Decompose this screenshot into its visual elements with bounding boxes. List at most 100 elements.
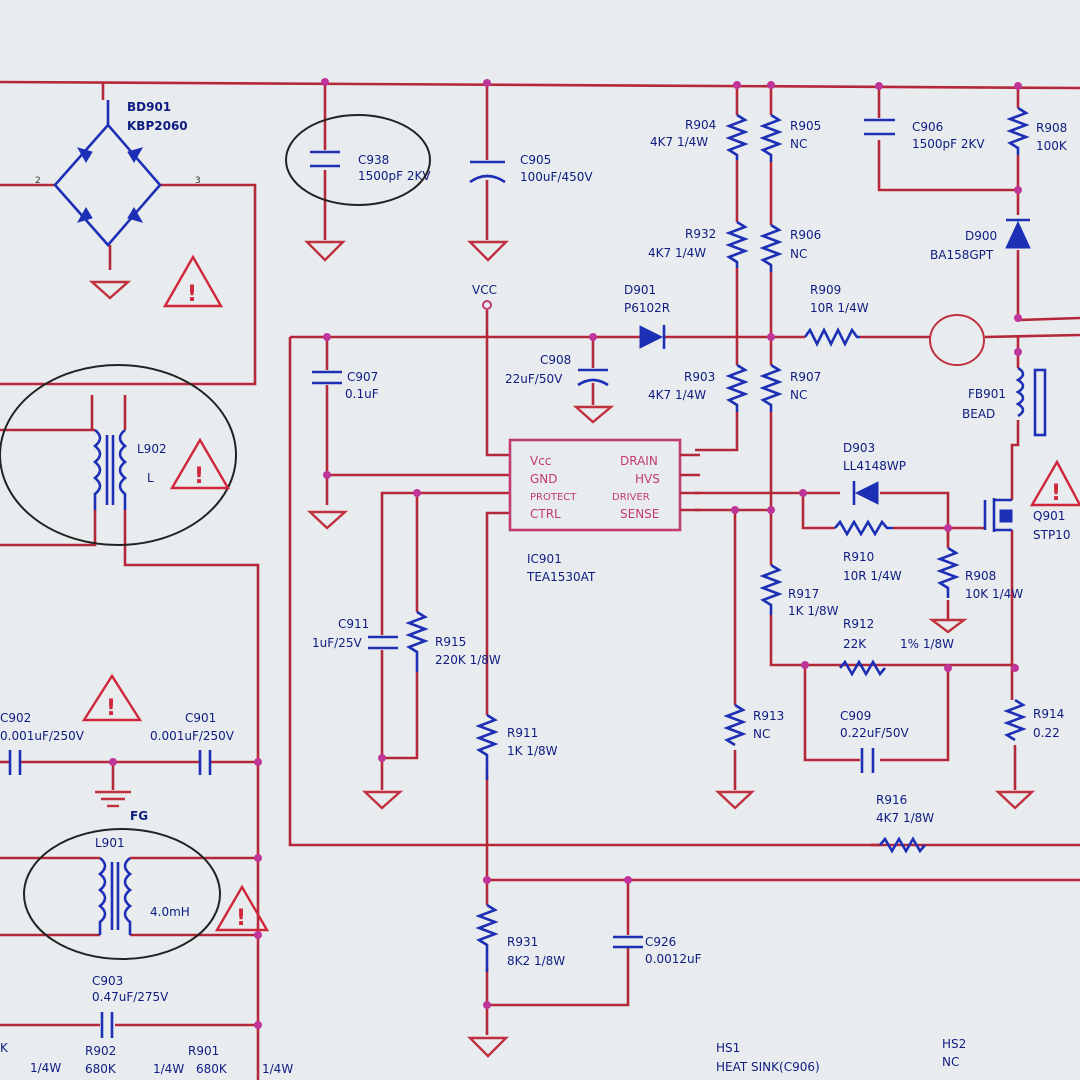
resistor-r916: R916 4K7 1/8W bbox=[876, 793, 934, 854]
r912-tolerance: 1% 1/8W bbox=[900, 637, 954, 651]
r916-value: 4K7 1/8W bbox=[876, 811, 934, 825]
left-fragment-k: K bbox=[0, 1041, 9, 1055]
diode-d900: D900 BA158GPT bbox=[930, 218, 1031, 262]
warning-icon: ! bbox=[194, 464, 204, 489]
c906-ref: C906 bbox=[912, 120, 943, 134]
r915-value: 220K 1/8W bbox=[435, 653, 501, 667]
c907-value: 0.1uF bbox=[345, 387, 379, 401]
annotation-circle-l901 bbox=[23, 828, 221, 960]
annotation-circle-right bbox=[929, 314, 985, 366]
r901-power: 1/4W bbox=[153, 1062, 184, 1076]
capacitor-c908: C908 22uF/50V bbox=[505, 353, 609, 387]
resistor-r907: R907 NC bbox=[759, 363, 821, 412]
ic-pin-driver: DRIVER bbox=[612, 492, 650, 503]
r912-value: 22K bbox=[843, 637, 867, 651]
r904-ref: R904 bbox=[685, 118, 716, 132]
r902-value: 680K bbox=[85, 1062, 117, 1076]
c938-value: 1500pF 2KV bbox=[358, 169, 431, 183]
r910-ref: R910 bbox=[843, 550, 874, 564]
fb901-ref: FB901 bbox=[968, 387, 1006, 401]
bd901-ref: BD901 bbox=[127, 100, 171, 114]
ic-pin-sense: SENSE bbox=[620, 507, 659, 521]
hs2-value: NC bbox=[942, 1055, 959, 1069]
c909-value: 0.22uF/50V bbox=[840, 726, 910, 740]
c907-ref: C907 bbox=[347, 370, 378, 384]
capacitor-c909: C909 0.22uF/50V bbox=[840, 709, 910, 773]
r907-ref: R907 bbox=[790, 370, 821, 384]
vcc-label: VCC bbox=[472, 283, 497, 297]
resistor-r909: R909 10R 1/4W bbox=[803, 283, 869, 347]
l902-value: L bbox=[147, 471, 154, 485]
c926-ref: C926 bbox=[645, 935, 676, 949]
capacitor-top-right: C906 1500pF 2KV bbox=[864, 118, 985, 151]
r905-ref: R905 bbox=[790, 119, 821, 133]
d903-ref: D903 bbox=[843, 441, 875, 455]
resistor-r908: R908 10K 1/4W bbox=[936, 546, 1023, 601]
r904-value: 4K7 1/4W bbox=[650, 135, 708, 149]
hs1-ref: HS1 bbox=[716, 1041, 740, 1055]
bridge-rectifier-bd901: BD901 KBP2060 2 3 bbox=[35, 100, 201, 247]
fb901-value: BEAD bbox=[962, 407, 995, 421]
c926-value: 0.0012uF bbox=[645, 952, 702, 966]
resistor-r914: R914 0.22 bbox=[1003, 698, 1064, 742]
resistor-r906: R906 NC bbox=[759, 223, 821, 272]
c905-ref: C905 bbox=[520, 153, 551, 167]
c905-value: 100uF/450V bbox=[520, 170, 593, 184]
ic-pin-hvs: HVS bbox=[635, 472, 660, 486]
ic-pin-gnd: GND bbox=[530, 472, 558, 486]
hs2-ref: HS2 bbox=[942, 1037, 966, 1051]
c906-value: 1500pF 2KV bbox=[912, 137, 985, 151]
ic-pin-vcc: Vcc bbox=[530, 454, 551, 468]
r913-value: NC bbox=[753, 727, 770, 741]
ic-tea1530at: Vcc GND PROTECT CTRL DRAIN HVS DRIVER SE… bbox=[508, 438, 700, 584]
junction-nodes bbox=[109, 78, 1022, 1029]
c903-ref: C903 bbox=[92, 974, 123, 988]
r905-value: NC bbox=[790, 137, 807, 151]
wires bbox=[0, 80, 1080, 1080]
mosfet-q901: Q901 STP10 bbox=[983, 498, 1070, 542]
resistor-r917: R917 1K 1/8W bbox=[759, 563, 839, 618]
c911-value: 1uF/25V bbox=[312, 636, 362, 650]
r915-ref: R915 bbox=[435, 635, 466, 649]
warning-icon: ! bbox=[106, 696, 116, 721]
resistor-r910: R910 10R 1/4W bbox=[834, 519, 902, 583]
capacitor-c902: C902 0.001uF/250V bbox=[0, 711, 85, 775]
r906-ref: R906 bbox=[790, 228, 821, 242]
r917-value: 1K 1/8W bbox=[788, 604, 839, 618]
ic901-value: TEA1530AT bbox=[526, 570, 596, 584]
d903-value: LL4148WP bbox=[843, 459, 906, 473]
capacitor-c901: C901 0.001uF/250V bbox=[150, 711, 235, 775]
r909-ref: R909 bbox=[810, 283, 841, 297]
d900-value: BA158GPT bbox=[930, 248, 994, 262]
fg-label: FG bbox=[130, 809, 148, 823]
diode-d901: D901 P6102R bbox=[624, 283, 670, 349]
c908-value: 22uF/50V bbox=[505, 372, 563, 386]
c902-ref: C902 bbox=[0, 711, 31, 725]
r908-top-ref: R908 bbox=[1036, 121, 1067, 135]
svg-text:3: 3 bbox=[195, 176, 201, 186]
warning-icon: ! bbox=[236, 906, 246, 931]
r908-value: 10K 1/4W bbox=[965, 587, 1023, 601]
ic-pin-drain: DRAIN bbox=[620, 454, 658, 468]
resistor-r905: R905 NC bbox=[759, 113, 821, 162]
c938-ref: C938 bbox=[358, 153, 389, 167]
r914-ref: R914 bbox=[1033, 707, 1064, 721]
c902-value: 0.001uF/250V bbox=[0, 729, 85, 743]
bd901-value: KBP2060 bbox=[127, 119, 188, 133]
r909-value: 10R 1/4W bbox=[810, 301, 869, 315]
c901-ref: C901 bbox=[185, 711, 216, 725]
l902-ref: L902 bbox=[137, 442, 167, 456]
resistor-r915: R915 220K 1/8W bbox=[405, 610, 501, 672]
left-fragment-w: 1/4W bbox=[30, 1061, 61, 1075]
diode-d903: D903 LL4148WP bbox=[843, 441, 906, 505]
resistor-r911: R911 1K 1/8W bbox=[475, 713, 558, 780]
inductor-l902: L902 L bbox=[92, 428, 167, 510]
capacitor-c907: C907 0.1uF bbox=[312, 370, 379, 401]
l901-ref: L901 bbox=[95, 836, 125, 850]
r913-ref: R913 bbox=[753, 709, 784, 723]
vcc-node bbox=[482, 300, 492, 310]
l901-value: 4.0mH bbox=[150, 905, 190, 919]
r908-top-value: 100K bbox=[1036, 139, 1068, 153]
c901-value: 0.001uF/250V bbox=[150, 729, 235, 743]
r914-value: 0.22 bbox=[1033, 726, 1060, 740]
